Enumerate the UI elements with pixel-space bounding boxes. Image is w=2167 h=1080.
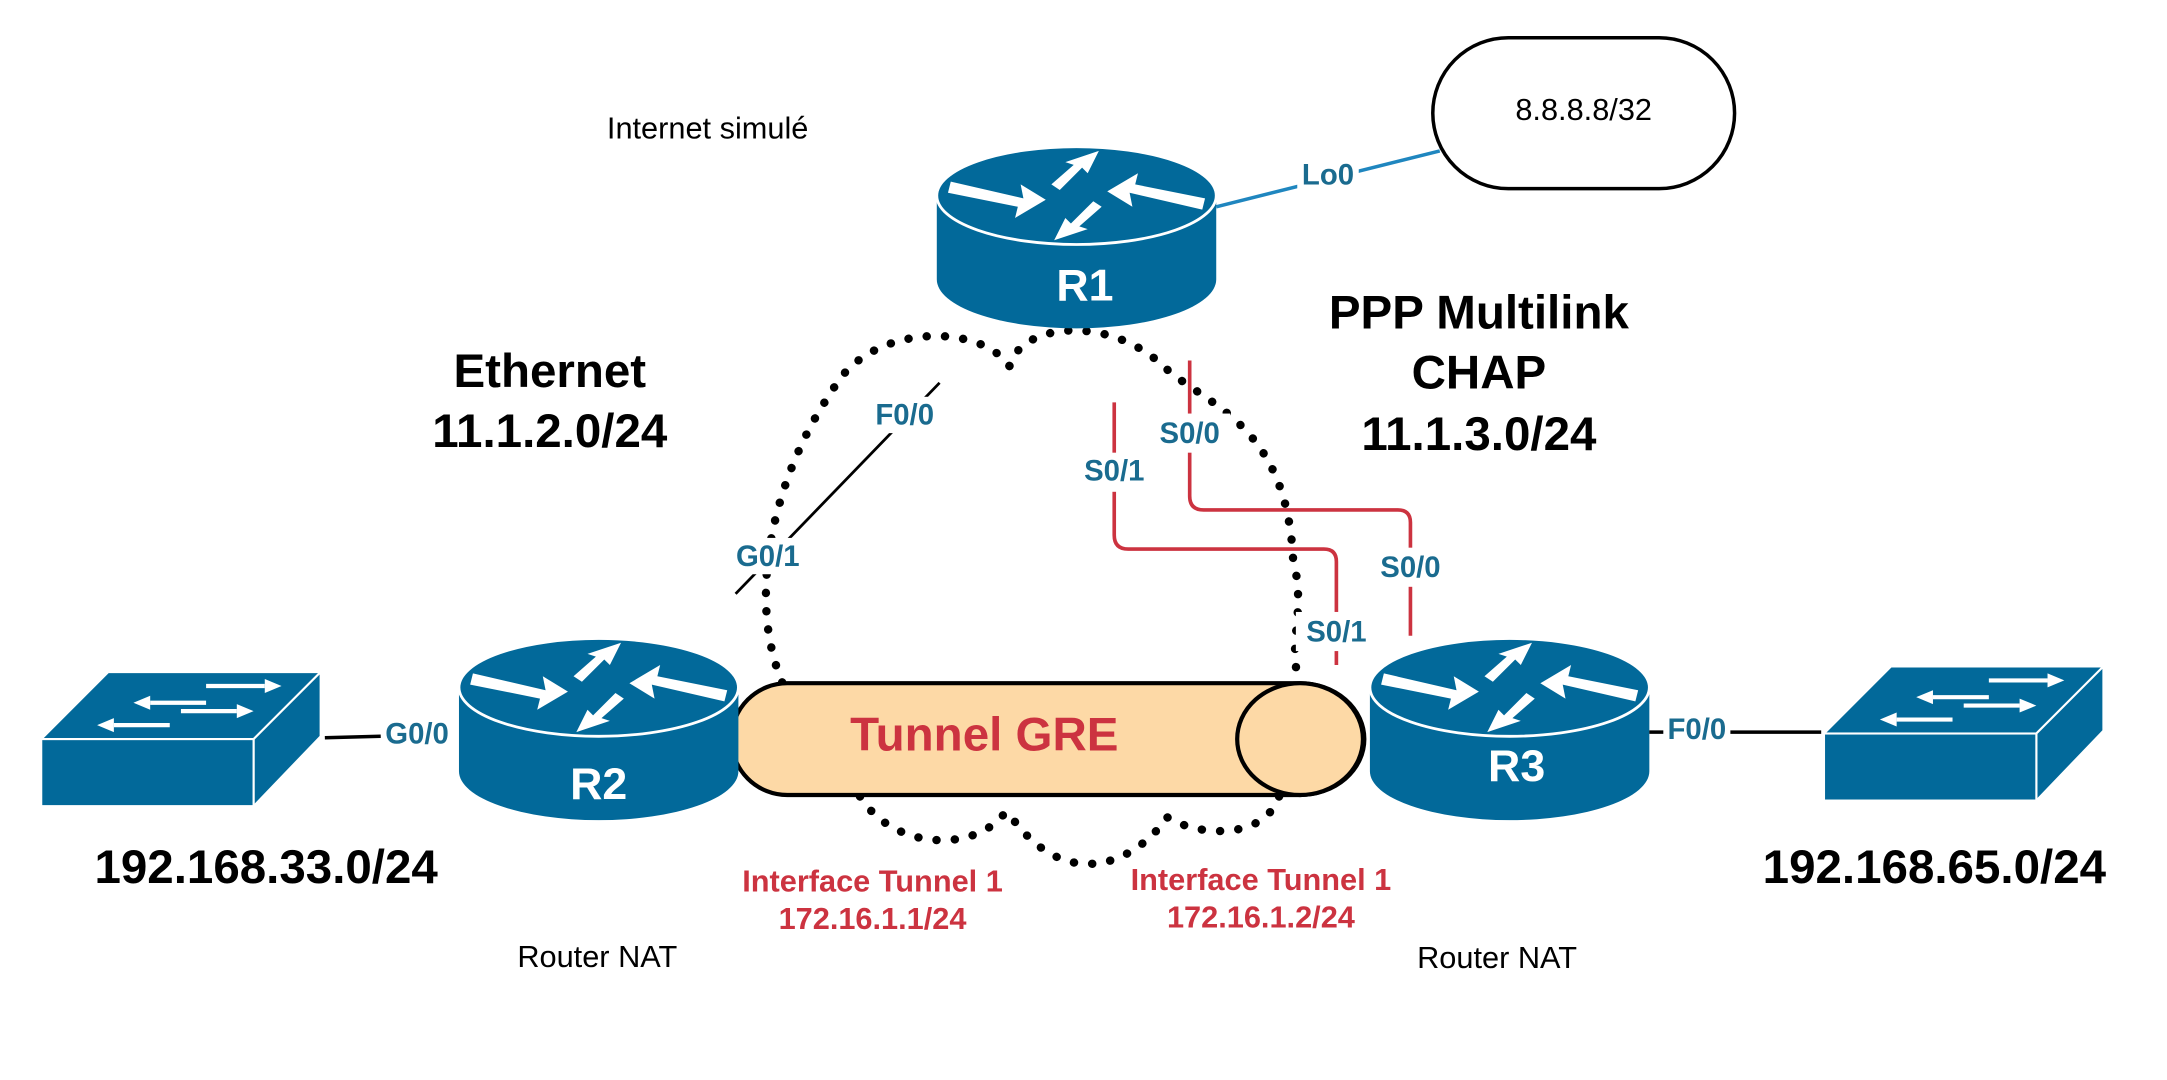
router-r3-label: R3 — [1488, 742, 1545, 791]
iface-r3-f0-0: F0/0 — [1668, 713, 1727, 746]
router-r3[interactable]: R3 — [1368, 637, 1651, 822]
ppp-chap: CHAP — [1412, 346, 1547, 399]
ethernet-subnet: 11.1.2.0/24 — [432, 405, 668, 458]
gre-tunnel: Tunnel GRE — [729, 681, 1367, 798]
ppp-subnet: 11.1.3.0/24 — [1361, 408, 1597, 461]
switch-icon — [1824, 666, 2103, 800]
iface-r3-s0-0: S0/0 — [1380, 551, 1440, 584]
switch-left[interactable] — [41, 672, 320, 806]
serial-link-s0-0 — [1187, 360, 1413, 636]
tunnel-title: Tunnel GRE — [850, 708, 1118, 761]
r3-nat-note: Router NAT — [1417, 940, 1577, 975]
internet-simule-label: Internet simulé — [607, 110, 808, 145]
switch-icon — [41, 672, 320, 806]
r2-nat-note: Router NAT — [517, 939, 677, 974]
tunnel-right-ip: 172.16.1.2/24 — [1167, 900, 1355, 935]
router-r1[interactable]: R1 — [935, 145, 1218, 330]
router-r2[interactable]: R2 — [457, 637, 740, 822]
serial-link-s0-1 — [1112, 402, 1339, 666]
ethernet-underlay-dots — [761, 331, 1014, 845]
iface-lo0: Lo0 — [1302, 158, 1354, 191]
router-r2-label: R2 — [570, 760, 627, 809]
ethernet-title: Ethernet — [453, 345, 646, 398]
iface-r1-f0-0: F0/0 — [875, 399, 934, 432]
ppp-title: PPP Multilink — [1329, 286, 1630, 339]
router-icon — [1368, 637, 1651, 822]
iface-r3-s0-1: S0/1 — [1306, 615, 1366, 648]
tunnel-left-ip: 172.16.1.1/24 — [779, 901, 967, 936]
loopback-subnet: 8.8.8.8/32 — [1515, 92, 1652, 127]
iface-r2-g0-1: G0/1 — [736, 540, 800, 573]
lan-left-link — [324, 734, 381, 740]
iface-r2-g0-0: G0/0 — [385, 717, 449, 750]
lan-right-subnet: 192.168.65.0/24 — [1763, 841, 2107, 894]
loopback-network: 8.8.8.8/32 — [1431, 35, 1737, 191]
tunnel-end — [1235, 681, 1366, 798]
iface-r1-s0-1: S0/1 — [1084, 455, 1144, 488]
lan-left-subnet: 192.168.33.0/24 — [94, 841, 438, 894]
loopback-shape — [1431, 35, 1737, 191]
router-r1-label: R1 — [1056, 261, 1113, 310]
tunnel-left-iface: Interface Tunnel 1 — [742, 863, 1003, 898]
tunnel-right-iface: Interface Tunnel 1 — [1131, 862, 1392, 897]
iface-r1-s0-0: S0/0 — [1160, 417, 1220, 450]
switch-right[interactable] — [1824, 666, 2103, 800]
